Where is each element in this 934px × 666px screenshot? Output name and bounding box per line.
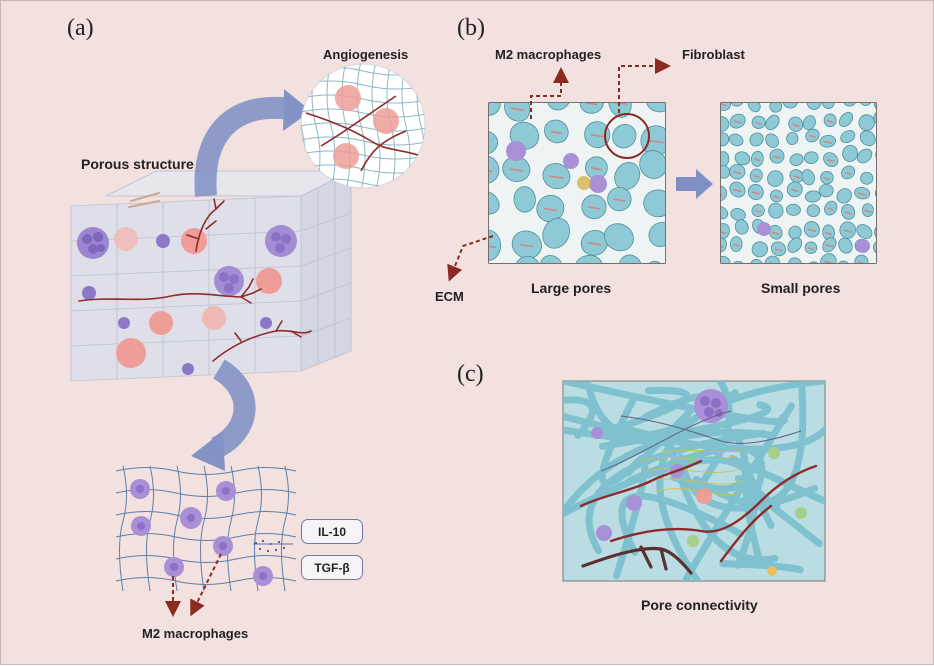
pore-connectivity-label: Pore connectivity [641,597,758,613]
curved-arrow-down-head [191,431,225,471]
porous-structure-label: Porous structure [81,156,194,172]
porous-cube [70,170,352,382]
pore-connectivity-image [562,380,826,582]
curved-arrow-up-head [283,89,311,131]
ecm-label: ECM [435,289,464,304]
m2-macrophages-label-b: M2 macrophages [495,47,602,62]
dashed-arrow-fibroblast [618,58,671,113]
small-pores-image [720,102,877,264]
angiogenesis-circle [300,63,426,189]
dashed-arrow-m2-b [530,67,569,119]
tgfb-badge: TGF-β [301,555,363,580]
angiogenesis-label: Angiogenesis [323,47,409,62]
m2-macrophage-network [115,465,297,592]
panel-label-b: (b) [457,15,485,41]
curved-arrow-down [210,359,256,458]
cube-cells [77,225,297,375]
curved-arrow-up [194,96,293,197]
large-pores-label: Large pores [531,280,612,296]
dashed-arrow-m2-a2 [190,553,222,617]
transition-arrow [676,169,713,199]
small-pores-label: Small pores [761,280,841,296]
large-pores-image [488,102,666,264]
panel-label-c: (c) [457,361,484,387]
cube-vessels [78,192,312,362]
m2-macrophages-label-a: M2 macrophages [142,626,249,641]
il10-badge: IL-10 [301,519,363,544]
fibroblast-label: Fibroblast [682,47,745,62]
dashed-arrow-ecm [447,235,494,282]
panel-label-a: (a) [67,15,94,41]
